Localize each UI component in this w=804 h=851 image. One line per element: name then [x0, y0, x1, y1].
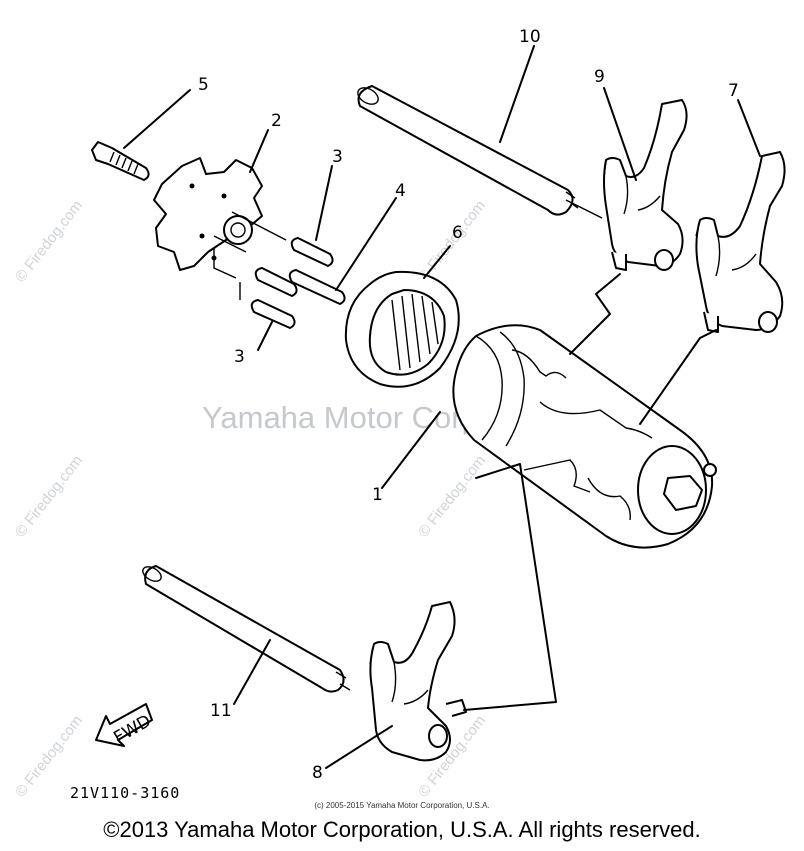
shift-drum-1: [452, 324, 717, 549]
reference-lines: [463, 273, 717, 711]
copyright-footer: ©2013 Yamaha Motor Corporation, U.S.A. A…: [103, 817, 701, 842]
label-1: 1: [372, 485, 383, 505]
diagram-code: 21V110-3160: [70, 784, 181, 802]
label-2: 2: [271, 111, 282, 131]
label-4: 4: [395, 181, 406, 201]
label-8: 8: [312, 763, 323, 783]
label-leaders: [123, 45, 761, 769]
label-3-bottom: 3: [234, 347, 245, 367]
shift-rod-10: [357, 85, 603, 219]
label-3-top: 3: [332, 147, 343, 167]
pins-3: [250, 237, 334, 329]
screw-5: [91, 141, 150, 181]
shift-fork-9: [603, 99, 688, 271]
label-7: 7: [728, 81, 739, 101]
label-9: 9: [594, 67, 605, 87]
label-6: 6: [452, 223, 463, 243]
leader-lines-segment: [213, 211, 287, 300]
segment-2: [153, 157, 263, 271]
label-11: 11: [210, 701, 232, 721]
shift-fork-8: [369, 601, 467, 762]
label-10: 10: [519, 27, 541, 47]
shift-fork-7: [695, 151, 786, 333]
bearing-6: [344, 270, 460, 388]
shift-rod-11: [142, 565, 351, 693]
small-copyright: (c) 2005-2015 Yamaha Motor Corporation, …: [314, 801, 490, 810]
label-5: 5: [198, 75, 209, 95]
fwd-arrow: FWD: [95, 703, 155, 748]
pin-4: [288, 269, 346, 305]
